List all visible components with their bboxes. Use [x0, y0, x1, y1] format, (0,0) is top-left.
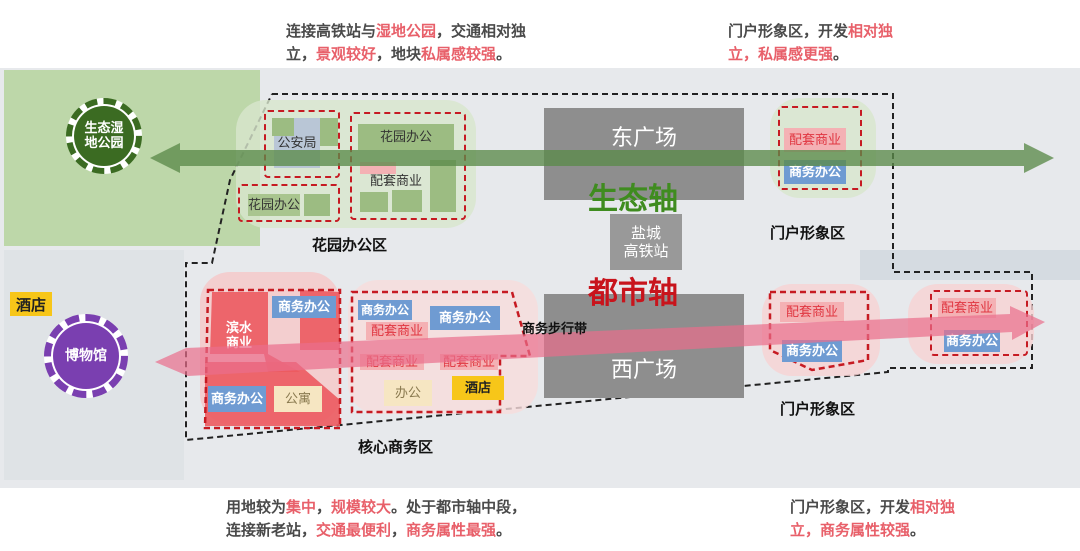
note-bottom-left-line: 连接新老站，交通最便利，商务属性最强。 — [226, 519, 526, 542]
ne-gateway-label: 门户形象区 — [770, 224, 846, 242]
east-plaza-label: 东广场 — [610, 126, 677, 151]
note-text: 。 — [833, 45, 849, 63]
note-bottom-right-line: 门户形象区，开发相对独 — [790, 496, 955, 519]
ne-gateway-block — [778, 106, 862, 190]
note-text: ， — [316, 498, 332, 516]
station-label: 盐城 高铁站 — [623, 224, 669, 260]
highlight-text: 交通最便利 — [316, 521, 392, 539]
note-top-right-line: 门户形象区，开发相对独 — [728, 20, 893, 43]
garden-office-block-right — [320, 118, 338, 146]
highlight-text: 集中 — [286, 498, 317, 516]
nw-retail-label: 配套商业 — [369, 173, 422, 189]
highlight-text: 景观较好 — [316, 45, 377, 63]
note-bottom-right-line: 立，商务属性较强。 — [790, 519, 955, 542]
nw-small-block-1 — [360, 192, 388, 212]
core-retail-label-1: 配套商业 — [366, 322, 428, 340]
note-bottom-left: 用地较为集中，规模较大。处于都市轴中段，连接新老站，交通最便利，商务属性最强。 — [226, 496, 526, 542]
garden-office-label-2: 花园办公 — [248, 194, 300, 216]
se-gateway-label: 门户形象区 — [780, 400, 856, 418]
garden-office-sub-2 — [304, 194, 330, 216]
note-top-left: 连接高铁站与湿地公园，交通相对独立，景观较好，地块私属感较强。 — [286, 20, 526, 66]
highlight-text: 私属感较强 — [421, 45, 497, 63]
garden-office-area-label: 花园办公区 — [312, 236, 388, 254]
apartment-label: 公寓 — [274, 386, 322, 412]
se-business-label-2: 商务办公 — [944, 330, 1000, 352]
highlight-text: 商务属性最强 — [406, 521, 497, 539]
west-plaza-label: 西广场 — [610, 358, 677, 383]
note-text: 连接新老站， — [226, 521, 317, 539]
walkway-label: 商务步行带 — [522, 322, 588, 337]
police-block — [264, 110, 340, 178]
note-text: ，地块 — [376, 45, 422, 63]
core-business-label-4: 商务办公 — [430, 306, 500, 330]
eco-axis-label: 生态轴 — [588, 182, 678, 217]
note-text: 门户形象区，开发 — [790, 498, 911, 516]
note-text: 。 — [496, 521, 512, 539]
note-text: 。 — [910, 521, 926, 539]
urban-axis-arrow — [155, 306, 1045, 376]
note-text: 用地较为 — [226, 498, 287, 516]
nw-small-block-2 — [392, 190, 422, 212]
eco-axis-arrow — [150, 143, 1054, 173]
highlight-text: 立，商务属性较强 — [790, 521, 911, 539]
station-building: 盐城 高铁站 — [610, 214, 682, 270]
ne-retail-label: 配套商业 — [784, 128, 846, 152]
river — [860, 250, 1080, 280]
note-text: 。 — [496, 45, 512, 63]
hotel-label: 酒店 — [452, 376, 504, 400]
note-text: 立， — [286, 45, 317, 63]
highlight-text: 湿地公园 — [376, 22, 437, 40]
note-bottom-left-line: 用地较为集中，规模较大。处于都市轴中段， — [226, 496, 526, 519]
museum-circle: 博物馆 — [53, 323, 119, 389]
core-business-area-label: 核心商务区 — [358, 438, 434, 456]
highlight-text: 立，私属感更强 — [728, 45, 834, 63]
note-text: ， — [391, 521, 407, 539]
garden-office-block-small — [272, 118, 294, 136]
note-text: ，交通相对独 — [436, 22, 527, 40]
urban-axis-label: 都市轴 — [588, 276, 678, 311]
se-retail-label-1: 配套商业 — [780, 302, 844, 322]
nw-small-block-3 — [430, 160, 456, 212]
note-top-left-line: 连接高铁站与湿地公园，交通相对独 — [286, 20, 526, 43]
core-business-label-3: 商务办公 — [358, 300, 412, 320]
note-text: 连接高铁站与 — [286, 22, 377, 40]
se-business-label-1: 商务办公 — [782, 340, 842, 362]
office-label: 办公 — [384, 380, 432, 406]
garden-office-label-1: 花园办公 — [358, 124, 454, 150]
se-retail-label-2: 配套商业 — [938, 298, 996, 318]
note-top-right-line: 立，私属感更强。 — [728, 43, 893, 66]
note-text: 门户形象区，开发 — [728, 22, 849, 40]
wetland-park-circle: 生态湿 地公园 — [74, 106, 134, 166]
museum-label: 博物馆 — [65, 347, 107, 364]
note-top-left-line: 立，景观较好，地块私属感较强。 — [286, 43, 526, 66]
garden-office-block-2 — [238, 184, 340, 222]
wetland-park-label: 生态湿 地公园 — [84, 121, 124, 151]
highlight-text: 相对独 — [910, 498, 956, 516]
highlight-text: 规模较大 — [331, 498, 392, 516]
note-top-right: 门户形象区，开发相对独立，私属感更强。 — [728, 20, 893, 66]
highlight-text: 相对独 — [848, 22, 894, 40]
hotel-tag: 酒店 — [10, 292, 52, 316]
note-bottom-right: 门户形象区，开发相对独立，商务属性较强。 — [790, 496, 955, 542]
core-business-label-2: 商务办公 — [208, 386, 266, 412]
note-text: 。处于都市轴中段， — [391, 498, 527, 516]
core-business-label-1: 商务办公 — [272, 296, 336, 318]
